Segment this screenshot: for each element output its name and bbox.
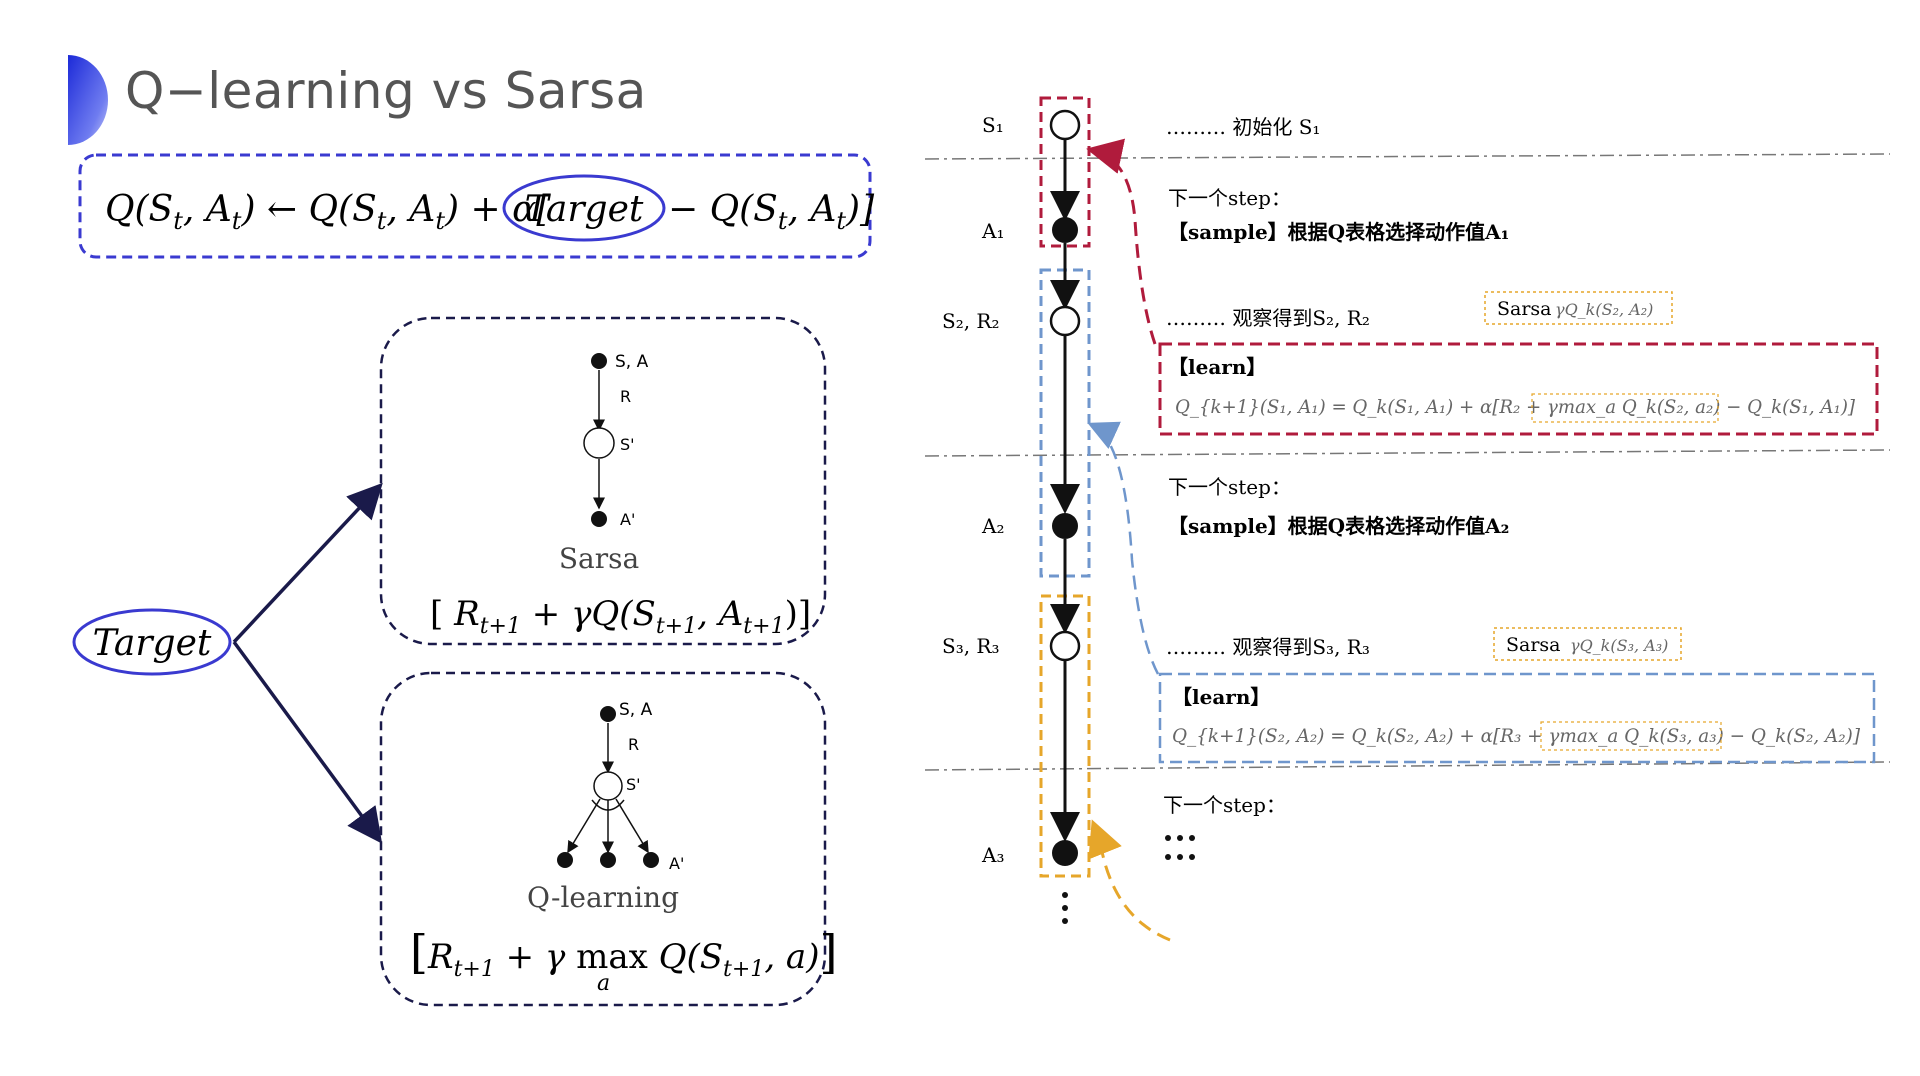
- learn-arrow-3: [1088, 819, 1171, 942]
- sarsa-node-aprime: [591, 511, 607, 527]
- state-label-a1: A₁: [981, 219, 1004, 243]
- sarsa-label-sp: S': [620, 435, 635, 454]
- update-rule-target: Target: [525, 189, 644, 230]
- sarsa-expr-2: γQ_k(S₃, A₃): [1570, 636, 1668, 655]
- sarsa-caption: Sarsa: [559, 542, 639, 575]
- qlearning-max-subscript: a: [597, 971, 610, 996]
- node-a2: [1052, 513, 1078, 539]
- sarsa-tag-box-1: [1484, 291, 1673, 325]
- node-s2: [1049, 305, 1081, 337]
- sarsa-tag-box-2: [1493, 627, 1682, 661]
- timeline-separators: [924, 153, 1891, 771]
- qlearning-node-sa: [600, 706, 616, 722]
- note-init: ……… 初始化 S₁: [1166, 115, 1320, 139]
- state-label-s2r2: S₂, R₂: [942, 309, 1000, 333]
- branch-arrow-qlearning: [232, 640, 383, 844]
- sarsa-label-r: R: [620, 387, 631, 406]
- sarsa-formula: [ Rt+1 + γQ(St+1, At+1)]: [430, 594, 811, 639]
- target-label: Target: [93, 623, 212, 664]
- sarsa-tag-1: Sarsa: [1497, 298, 1552, 320]
- qlearning-node-a3: [643, 852, 659, 868]
- sarsa-expr-1: γQ_k(S₂, A₂): [1555, 300, 1653, 319]
- node-s1: [1049, 109, 1081, 141]
- qmax-highlight-2: [1540, 721, 1722, 751]
- qlearning-box: S, A R S' A' Q-learning [Rt+1 + γ max Q(…: [379, 671, 837, 1007]
- node-s3: [1049, 630, 1081, 662]
- qlearning-label-sp: S': [626, 775, 641, 794]
- note-next-step-2: 下一个step：: [1168, 475, 1291, 499]
- state-label-a2: A₂: [981, 514, 1004, 538]
- learn-formula-1: Q_{k+1}(S₁, A₁) = Q_k(S₁, A₁) + α[R₂ + γ…: [1175, 396, 1856, 418]
- note-observe-1: ……… 观察得到S₂, R₂: [1166, 306, 1370, 330]
- sarsa-label-ap: A': [620, 510, 635, 529]
- learn-box-1: [1158, 342, 1879, 436]
- qlearning-node-a1: [557, 852, 573, 868]
- timeline-chain: [1049, 109, 1081, 924]
- note-next-step-3: 下一个step：: [1163, 793, 1286, 817]
- learn-label-1: 【learn】: [1168, 355, 1266, 379]
- qlearning-caption: Q-learning: [527, 881, 679, 914]
- target-node: Target: [72, 608, 232, 676]
- target-ellipse-rule: [502, 174, 666, 242]
- learn-arrow-1: [1086, 138, 1157, 345]
- sarsa-label-sa: S, A: [615, 352, 649, 372]
- qlearning-label-sa: S, A: [619, 700, 653, 720]
- node-a3: [1052, 840, 1078, 866]
- title-accent-shape: [68, 55, 108, 145]
- qlearning-node-a2: [600, 852, 616, 868]
- update-rule-box: Q(St, At) ← Q(St, At) + α[ Target − Q(St…: [78, 153, 875, 259]
- note-sample-1: 【sample】根据Q表格选择动作值A₁: [1168, 220, 1509, 244]
- note-observe-2: ……… 观察得到S₃, R₃: [1166, 635, 1370, 659]
- sarsa-node-sprime: [583, 427, 615, 459]
- learn-formula-2: Q_{k+1}(S₂, A₂) = Q_k(S₂, A₂) + α[R₃ + γ…: [1172, 725, 1861, 747]
- page-title: Q−learning vs Sarsa: [125, 62, 647, 120]
- update-rule-formula: Q(St, At) ← Q(St, At) + α[: [105, 189, 551, 235]
- branch-arrow-sarsa: [232, 482, 383, 644]
- state-labels: S₁ A₁ S₂, R₂ A₂ S₃, R₃ A₃: [942, 113, 1004, 867]
- state-label-s1: S₁: [982, 113, 1004, 137]
- qlearning-label-r: R: [628, 735, 639, 754]
- qlearning-formula: [Rt+1 + γ max Q(St+1, a)]: [410, 925, 837, 982]
- update-rule-tail: − Q(St, At)]: [668, 189, 875, 235]
- state-label-s3r3: S₃, R₃: [942, 634, 1000, 658]
- learn-arrow-2: [1087, 421, 1160, 675]
- qmax-highlight-1: [1531, 393, 1719, 423]
- node-a1: [1052, 217, 1078, 243]
- qlearning-node-sprime: [593, 771, 623, 801]
- note-next-step-1: 下一个step：: [1168, 186, 1291, 210]
- sarsa-box: S, A R S' A' Sarsa [ Rt+1 + γQ(St+1, At+…: [379, 316, 827, 646]
- continuation-dots: [1165, 835, 1195, 860]
- qlearning-label-ap: A': [669, 854, 684, 873]
- sarsa-node-sa: [591, 353, 607, 369]
- learn-label-2: 【learn】: [1172, 685, 1270, 709]
- state-label-a3: A₃: [981, 843, 1004, 867]
- sarsa-tag-2: Sarsa: [1506, 634, 1561, 656]
- learn-box-2: [1158, 672, 1876, 764]
- note-sample-2: 【sample】根据Q表格选择动作值A₂: [1168, 514, 1509, 538]
